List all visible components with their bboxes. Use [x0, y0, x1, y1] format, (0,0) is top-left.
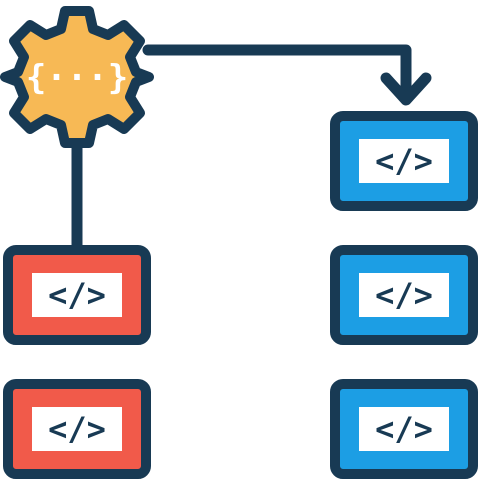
code-window-blue-3: </>: [330, 379, 478, 479]
gear-icon: {···}: [0, 6, 154, 148]
code-label-blue-1: </>: [375, 142, 433, 180]
code-window-blue-2: </>: [330, 245, 478, 345]
gear-label: {···}: [26, 58, 128, 98]
code-label-blue-3: </>: [375, 410, 433, 448]
code-window-blue-1: </>: [330, 111, 478, 211]
code-label-blue-2: </>: [375, 276, 433, 314]
connectors: [71, 44, 412, 254]
connector-gear-to-blue: [142, 44, 412, 104]
code-window-red-2: </>: [3, 379, 151, 479]
code-label-red-1: </>: [48, 276, 106, 314]
code-label-red-2: </>: [48, 410, 106, 448]
code-window-red-1: </>: [3, 245, 151, 345]
arrow-down-icon: [380, 72, 432, 106]
